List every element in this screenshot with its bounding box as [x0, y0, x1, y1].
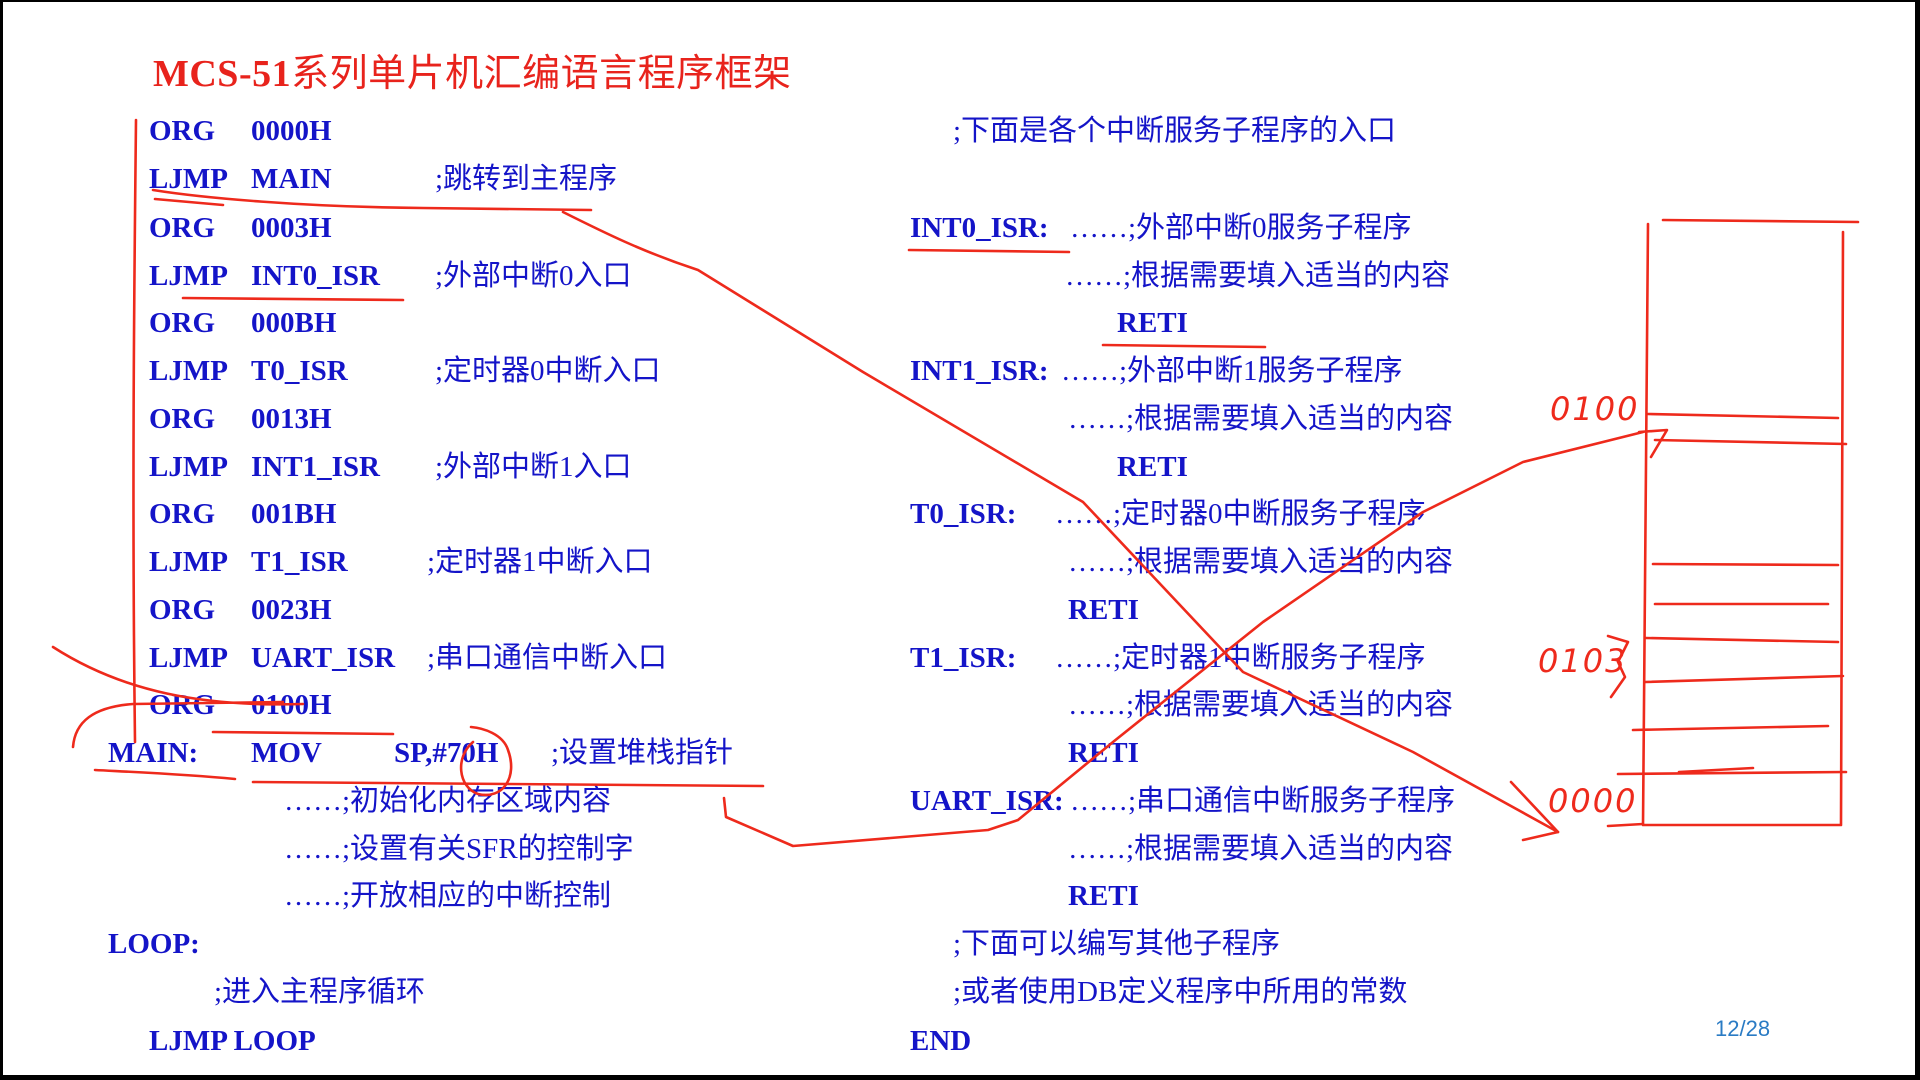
isr-reti: RETI: [1068, 880, 1139, 912]
annotation-vertical-line: [132, 118, 138, 744]
code-comment: ;外部中断1入口: [435, 451, 632, 483]
code-arg: INT0_ISR: [251, 260, 380, 292]
annotation-underline-main: [93, 768, 237, 781]
isr-fill: ……;根据需要填入适当的内容: [1068, 689, 1454, 721]
code-op: ORG: [149, 115, 216, 147]
isr-desc: ……;定时器1中断服务子程序: [1055, 642, 1426, 674]
code-comment: ;定时器0中断入口: [435, 355, 661, 387]
code-op: LJMP: [149, 546, 228, 578]
slide: MCS-51系列单片机汇编语言程序框架 ORG 0000H LJMP MAIN …: [3, 2, 1915, 1075]
footer-comment: ;或者使用DB定义程序中所用的常数: [953, 976, 1408, 1008]
code-arg: 0003H: [251, 212, 332, 244]
code-comment: ;串口通信中断入口: [427, 642, 668, 674]
isr-label: UART_ISR:: [910, 785, 1064, 817]
code-arg: T1_ISR: [251, 546, 348, 578]
code-arg: T0_ISR: [251, 355, 348, 387]
end-directive: END: [910, 1025, 972, 1057]
isr-label: T1_ISR:: [910, 642, 1017, 674]
code-arg: 0000H: [251, 115, 332, 147]
code-op: ORG: [149, 212, 216, 244]
annotation-underline-int0: [181, 296, 405, 302]
code-op: ORG: [149, 403, 216, 435]
code-op: ORG: [149, 689, 216, 721]
code-comment: ;定时器1中断入口: [427, 546, 653, 578]
isr-fill: ……;根据需要填入适当的内容: [1068, 546, 1454, 578]
handwritten-label: 0103: [1538, 642, 1628, 680]
main-comment: ;设置堆栈指针: [551, 737, 734, 769]
isr-fill: ……;根据需要填入适当的内容: [1068, 833, 1454, 865]
title-chinese: 系列单片机汇编语言程序框架: [291, 53, 792, 95]
isr-reti: RETI: [1117, 307, 1188, 339]
loop-comment: ;进入主程序循环: [214, 976, 426, 1008]
isr-label: T0_ISR:: [910, 498, 1017, 530]
code-arg: 000BH: [251, 307, 337, 339]
code-comment: ;跳转到主程序: [435, 163, 618, 195]
code-op: LJMP: [149, 163, 228, 195]
code-op: ORG: [149, 307, 216, 339]
code-arg: 0100H: [251, 689, 332, 721]
code-arg: UART_ISR: [251, 642, 396, 674]
main-label: MAIN:: [108, 737, 199, 769]
main-op: MOV: [251, 737, 322, 769]
isr-label: INT1_ISR:: [910, 355, 1049, 387]
isr-desc: ……;定时器0中断服务子程序: [1055, 498, 1426, 530]
isr-reti: RETI: [1068, 594, 1139, 626]
title-latin: MCS-51: [153, 53, 292, 95]
code-arg: INT1_ISR: [251, 451, 380, 483]
isr-fill: ……;根据需要填入适当的内容: [1068, 403, 1454, 435]
code-op: LJMP: [149, 355, 228, 387]
isr-fill: ……;根据需要填入适当的内容: [1065, 260, 1451, 292]
code-op: LJMP: [149, 642, 228, 674]
code-op: LJMP: [149, 260, 228, 292]
isr-reti: RETI: [1117, 451, 1188, 483]
handwritten-label: 0100: [1550, 390, 1640, 428]
stack-diagram-frame: [1641, 218, 1860, 827]
main-step: ……;开放相应的中断控制: [284, 880, 612, 912]
main-step: ……;设置有关SFR的控制字: [284, 833, 634, 865]
page-indicator: 12/28: [1715, 1016, 1771, 1041]
code-op: ORG: [149, 594, 216, 626]
footer-comment: ;下面可以编写其他子程序: [953, 928, 1281, 960]
code-arg: 001BH: [251, 498, 337, 530]
slide-title: MCS-51系列单片机汇编语言程序框架: [153, 42, 792, 97]
isr-desc: ……;外部中断0服务子程序: [1070, 212, 1412, 244]
main-arg: SP,#70H: [394, 737, 499, 769]
code-comment: ;外部中断0入口: [435, 260, 632, 292]
isr-desc: ……;串口通信中断服务子程序: [1070, 785, 1456, 817]
code-arg: 0013H: [251, 403, 332, 435]
isr-label: INT0_ISR:: [910, 212, 1049, 244]
handwritten-label: 0000: [1548, 782, 1638, 820]
code-line: ORG: [149, 114, 215, 148]
code-arg: 0023H: [251, 594, 332, 626]
isr-header-comment: ;下面是各个中断服务子程序的入口: [953, 115, 1397, 147]
code-op: ORG: [149, 498, 216, 530]
code-op: LJMP: [149, 451, 228, 483]
isr-desc: ……;外部中断1服务子程序: [1061, 355, 1403, 387]
loop-jump: LJMP LOOP: [149, 1025, 316, 1057]
main-step: ……;初始化内存区域内容: [284, 785, 612, 817]
code-arg: MAIN: [251, 163, 332, 195]
loop-label: LOOP:: [108, 928, 200, 960]
isr-reti: RETI: [1068, 737, 1139, 769]
